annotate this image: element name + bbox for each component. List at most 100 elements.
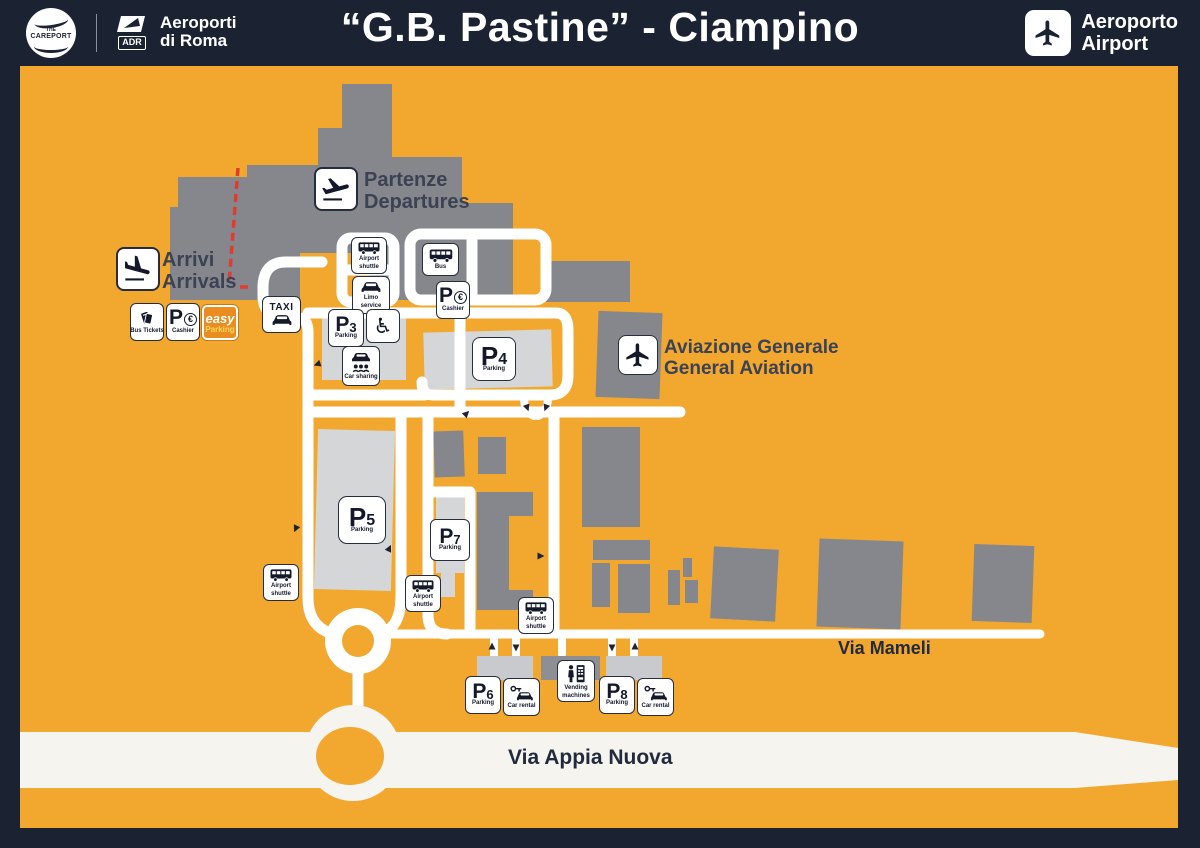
p6-parking-word: Parking [471,700,494,707]
bus-tickets-badge: Bus Tickets [130,303,164,341]
building-m6 [685,580,698,603]
general-aviation-badge [618,335,658,375]
p8-parking-word: Parking [605,700,628,707]
building-m4 [668,570,680,605]
building-m7 [710,546,779,622]
p-letter: P [472,679,487,703]
plane-landing-icon [125,255,150,281]
departures-en: Departures [364,191,470,214]
adr-mark: ADR [112,12,152,52]
p-letter: P [348,501,367,532]
car-sharing-badge: Car sharing [342,346,380,386]
p6-number: 6 [486,687,494,702]
building-ne [546,261,630,302]
cashier2-p: P € [439,285,468,306]
limo-label-2: service [360,302,382,309]
euro-icon: € [454,290,468,304]
car-rental-badge-1: Car rental [503,678,540,716]
shuttle-label-1: Airport [413,594,433,601]
arrivals-label: Arrivi Arrivals [162,249,237,294]
general-aviation-label: Aviazione Generale General Aviation [664,337,839,380]
car-rental-label: Car rental [641,703,670,710]
taxi-label: TAXI [269,302,294,313]
p-letter: P [335,312,350,336]
airport-label-line2: Airport [1081,33,1148,55]
via-mameli-label: Via Mameli [838,638,931,658]
euro-icon: € [184,312,198,326]
big-roundabout-center [316,727,384,785]
p-letter: P [169,305,184,329]
road-bus-loop [404,228,552,306]
building-m5 [683,558,692,577]
careport-name: CAREPORT [30,33,72,40]
easy-parking-label: Parking [205,324,235,334]
careport-logo: THE CAREPORT [26,8,76,58]
departures-label: Partenze Departures [364,169,470,214]
via-appia-label: Via Appia Nuova [508,746,673,769]
shuttle-bus-icon [525,602,547,615]
vending-label-2: machines [562,692,590,699]
car-rental-icon [643,686,667,701]
shuttle-bus-icon [270,569,292,582]
p4-number: 4 [498,350,508,368]
shuttle-label-2: shuttle [413,601,433,608]
p3-parking-word: Parking [334,333,357,340]
careport-the: THE [46,27,56,33]
cashier-badge-1: P € Cashier [166,303,200,341]
buildings [433,261,1035,630]
plane-icon [626,343,649,367]
shuttle-label-2: shuttle [526,623,546,630]
vending-machine-icon [568,665,585,683]
car-sharing-label: Car sharing [344,374,378,381]
taxi-badge: TAXI [262,296,301,333]
limo-service-badge: Limo service [352,276,390,314]
p7-parking-word: Parking [438,545,461,552]
bus-badge: Bus [422,243,459,276]
adr-abbr: ADR [118,36,146,50]
easy-label: easy [205,310,235,326]
p7-number: 7 [453,532,461,547]
adr-glyph-icon [117,16,145,33]
car-rental-label: Car rental [507,703,536,710]
shuttle-bus-icon [412,580,434,593]
plane-takeoff-icon [322,178,349,201]
shuttle-label-1: Airport [526,616,546,623]
bus-label: Bus [434,264,447,271]
cashier-badge-2: P € Cashier [436,281,470,319]
limo-car-icon [361,282,381,293]
adr-name-line1: Aeroporti [160,13,237,33]
building-e [582,427,640,527]
vending-machines-badge: Vending machines [557,660,595,702]
airport-badge: Aeroporto Airport [1025,10,1178,56]
airport-shuttle-badge-1: Airport shuttle [351,237,387,274]
departures-it: Partenze [364,169,448,191]
building-m3 [618,564,650,613]
shuttle-label-1: Airport [359,256,379,263]
cashier2-label: Cashier [441,305,464,312]
tickets-icon [141,312,153,325]
bus-tickets-label: Bus Tickets [130,328,164,335]
arrivals-it: Arrivi [162,249,215,271]
small-roundabout-center [342,625,374,657]
adr-name: Aeroporti di Roma [160,14,237,50]
building-mid-1 [433,430,465,478]
p-letter: P [480,340,499,371]
road-east-p5 [382,409,407,636]
p5-parking-word: Parking [350,527,373,534]
p5-number: 5 [366,511,376,529]
header-bar: THE CAREPORT ADR Aeroporti di Roma “G.B.… [0,0,1200,66]
plane-icon [1035,20,1060,46]
header-divider [96,14,97,52]
departures-badge [314,167,358,211]
taxi-car-icon [272,315,291,325]
building-m1 [593,540,650,560]
p7-stem [441,571,455,597]
car-rental-icon [509,686,533,701]
